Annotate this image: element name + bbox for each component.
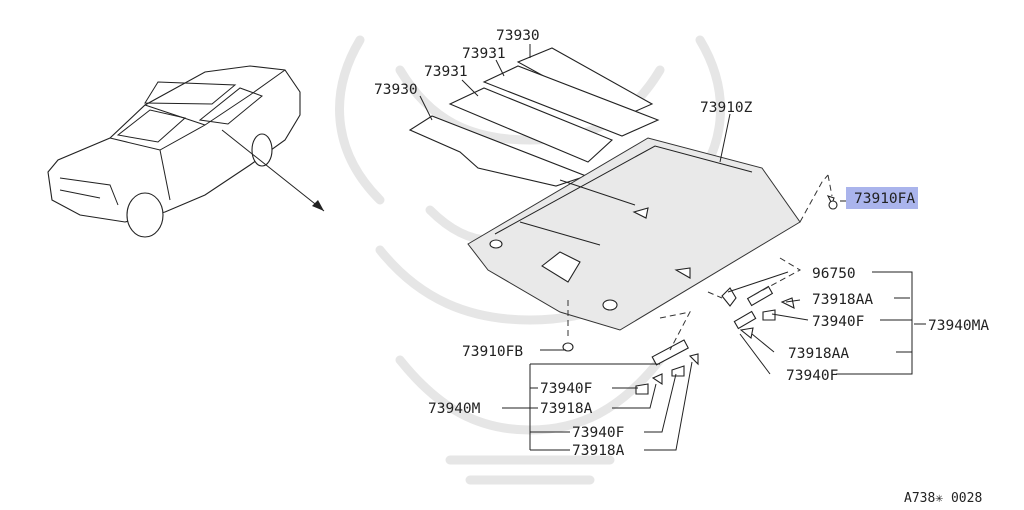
label-73910fa: 73910FA bbox=[854, 191, 915, 207]
label-73918a-1: 73918A bbox=[540, 401, 593, 417]
headlining bbox=[467, 137, 801, 331]
label-highlight bbox=[846, 187, 918, 209]
label-73931-a: 73931 bbox=[462, 46, 506, 62]
label-73940m: 73940M bbox=[428, 401, 481, 417]
label-73910fb: 73910FB bbox=[462, 344, 523, 360]
label-73918aa-2: 73918AA bbox=[788, 346, 849, 362]
label-73918a-2: 73918A bbox=[572, 443, 625, 459]
label-73940f-1: 73940F bbox=[812, 314, 864, 330]
label-73940ma: 73940MA bbox=[928, 318, 989, 334]
label-73910z: 73910Z bbox=[700, 100, 753, 116]
dashed-leaders bbox=[567, 174, 833, 351]
figure-code: A738✳ 0028 bbox=[904, 491, 982, 506]
label-96750: 96750 bbox=[812, 266, 856, 282]
label-73940f-4: 73940F bbox=[572, 425, 624, 441]
label-73940f-3: 73940F bbox=[540, 381, 592, 397]
label-73930-top: 73930 bbox=[496, 28, 540, 44]
grip-parts bbox=[562, 195, 838, 395]
car-illustration bbox=[47, 65, 325, 238]
label-73940f-2: 73940F bbox=[786, 368, 838, 384]
insulator-pads bbox=[408, 47, 660, 187]
label-73918aa-1: 73918AA bbox=[812, 292, 873, 308]
part-labels: 73930 73931 73931 73930 73910Z 73910FA 9… bbox=[374, 28, 989, 506]
label-73930-left: 73930 bbox=[374, 82, 418, 98]
label-73931-b: 73931 bbox=[424, 64, 468, 80]
leader-lines bbox=[419, 44, 926, 451]
